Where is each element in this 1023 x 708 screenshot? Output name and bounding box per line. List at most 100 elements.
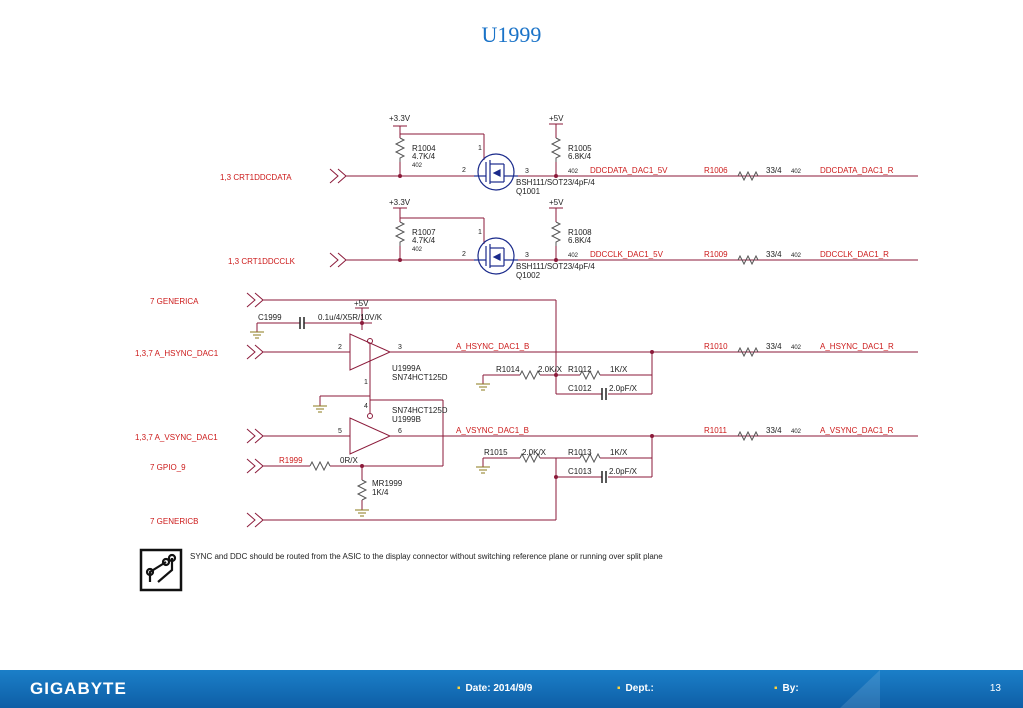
footer-date-text: Date: 2014/9/9	[465, 683, 533, 694]
resistor-r1010	[737, 346, 759, 358]
pin-number: 2	[462, 167, 466, 174]
offpage-connector-crt1ddcclk	[329, 252, 347, 268]
offpage-connector-vsync	[246, 428, 264, 444]
ground-symbol-c1999	[250, 331, 264, 339]
ref-r1014: R1014	[496, 365, 520, 374]
part-number-u1999a: SN74HCT125D	[392, 373, 448, 382]
pin-number: 3	[525, 168, 529, 175]
pin-number: 3	[525, 252, 529, 259]
value-r1011: 33/4	[766, 426, 782, 435]
ref-r1011: R1011	[704, 426, 728, 435]
value-c1012: 2.0pF/X	[609, 384, 638, 393]
brand-logo: GIGABYTE	[30, 679, 127, 698]
value-r1999: 0R/X	[340, 456, 358, 465]
resistor-r1012	[579, 369, 601, 381]
footer-decoration	[840, 670, 880, 708]
value-r1008: 6.8K/4	[568, 236, 592, 245]
ref-u1999b: U1999B	[392, 415, 421, 424]
value-r1012: 1K/X	[610, 365, 628, 374]
power-label-5v-a: +5V	[549, 114, 564, 123]
resistor-r1008	[550, 221, 562, 246]
ref-mr1999: MR1999	[372, 479, 403, 488]
ref-u1999a: U1999A	[392, 364, 422, 373]
value-mr1999: 1K/4	[372, 488, 389, 497]
pin-number: 4	[364, 403, 368, 410]
resistor-r1004	[394, 137, 406, 162]
package-r1007: 402	[412, 247, 423, 253]
ref-q1002: Q1002	[516, 271, 541, 280]
resistor-r1009	[737, 254, 759, 266]
ref-c1013: C1013	[568, 467, 592, 476]
net-label-ddcclk-r: DDCCLK_DAC1_R	[820, 250, 889, 259]
ref-r1999: R1999	[279, 456, 303, 465]
net-label-ddcdata-5v: DDCDATA_DAC1_5V	[590, 166, 668, 175]
offpage-connector-hsync	[246, 344, 264, 360]
footer-dept-text: Dept.:	[625, 683, 654, 694]
capacitor-c1012	[601, 388, 607, 400]
net-label-vsync-r: A_VSYNC_DAC1_R	[820, 426, 894, 435]
package-r1006: 402	[791, 169, 802, 175]
package-r1005: 402	[568, 169, 579, 175]
net-label-crt1ddcclk: 1,3 CRT1DDCCLK	[228, 257, 296, 266]
pin-number: 6	[398, 428, 402, 435]
part-number-u1999b: SN74HCT125D	[392, 406, 448, 415]
pin-number: 1	[478, 229, 482, 236]
net-label-crt1ddcdata: 1,3 CRT1DDCDATA	[220, 173, 292, 182]
footer-by: ▪By:	[774, 683, 799, 694]
circuit-trace-icon	[139, 548, 183, 592]
resistor-r1005	[550, 137, 562, 162]
page-number: 13	[989, 683, 1001, 694]
offpage-connector-gpio9	[246, 458, 264, 474]
package-r1008: 402	[568, 253, 579, 259]
package-r1011: 402	[791, 429, 802, 435]
bullet-icon: ▪	[457, 683, 461, 694]
resistor-r1007	[394, 221, 406, 246]
net-label-vsync-in: 1,3,7 A_VSYNC_DAC1	[135, 433, 218, 442]
routing-note: SYNC and DDC should be routed from the A…	[190, 552, 663, 561]
offpage-connector-generica	[246, 292, 264, 308]
power-label-5v-c: +5V	[354, 299, 369, 308]
value-r1004: 4.7K/4	[412, 152, 436, 161]
ref-r1015: R1015	[484, 448, 508, 457]
ground-symbol-mr1999	[355, 509, 369, 517]
ground-symbol-r1014	[476, 383, 490, 391]
ref-c1999: C1999	[258, 313, 282, 322]
value-r1005: 6.8K/4	[568, 152, 592, 161]
ref-r1013: R1013	[568, 448, 592, 457]
value-r1007: 4.7K/4	[412, 236, 436, 245]
ref-r1010: R1010	[704, 342, 728, 351]
footer-bar: GIGABYTE ▪ Date: 2014/9/9 ▪ Dept.: ▪By: 13	[0, 670, 1023, 708]
net-label-vsync-b: A_VSYNC_DAC1_B	[456, 426, 529, 435]
ref-c1012: C1012	[568, 384, 592, 393]
pin-number: 1	[364, 379, 368, 386]
ref-r1005: R1005	[568, 144, 592, 153]
net-label-hsync-b: A_HSYNC_DAC1_B	[456, 342, 529, 351]
bullet-icon: ▪	[617, 683, 621, 694]
resistor-r1014	[519, 369, 541, 381]
value-r1013: 1K/X	[610, 448, 628, 457]
pin-number: 2	[462, 251, 466, 258]
value-r1006: 33/4	[766, 166, 782, 175]
offpage-connector-crt1ddcdata	[329, 168, 347, 184]
ref-r1008: R1008	[568, 228, 592, 237]
resistor-r1999	[309, 460, 331, 472]
page-title: U1999	[481, 22, 542, 47]
net-label-ddcdata-r: DDCDATA_DAC1_R	[820, 166, 894, 175]
net-label-hsync-r: A_HSYNC_DAC1_R	[820, 342, 894, 351]
footer-dept: ▪ Dept.:	[617, 683, 654, 694]
pin-number: 2	[338, 344, 342, 351]
ref-r1004: R1004	[412, 144, 436, 153]
value-r1015: 2.0K/X	[522, 448, 547, 457]
power-label-3v3-b: +3.3V	[389, 198, 411, 207]
value-c1999: 0.1u/4/X5R/10V/K	[318, 313, 383, 322]
resistor-mr1999	[356, 479, 368, 501]
capacitor-c1013	[601, 471, 607, 483]
package-r1009: 402	[791, 253, 802, 259]
resistor-r1006	[737, 170, 759, 182]
value-r1010: 33/4	[766, 342, 782, 351]
pin-number: 5	[338, 428, 342, 435]
mosfet-q1002	[474, 237, 518, 275]
ground-symbol-u1999	[313, 405, 327, 413]
net-label-ddcclk-5v: DDCCLK_DAC1_5V	[590, 250, 664, 259]
ref-r1009: R1009	[704, 250, 728, 259]
